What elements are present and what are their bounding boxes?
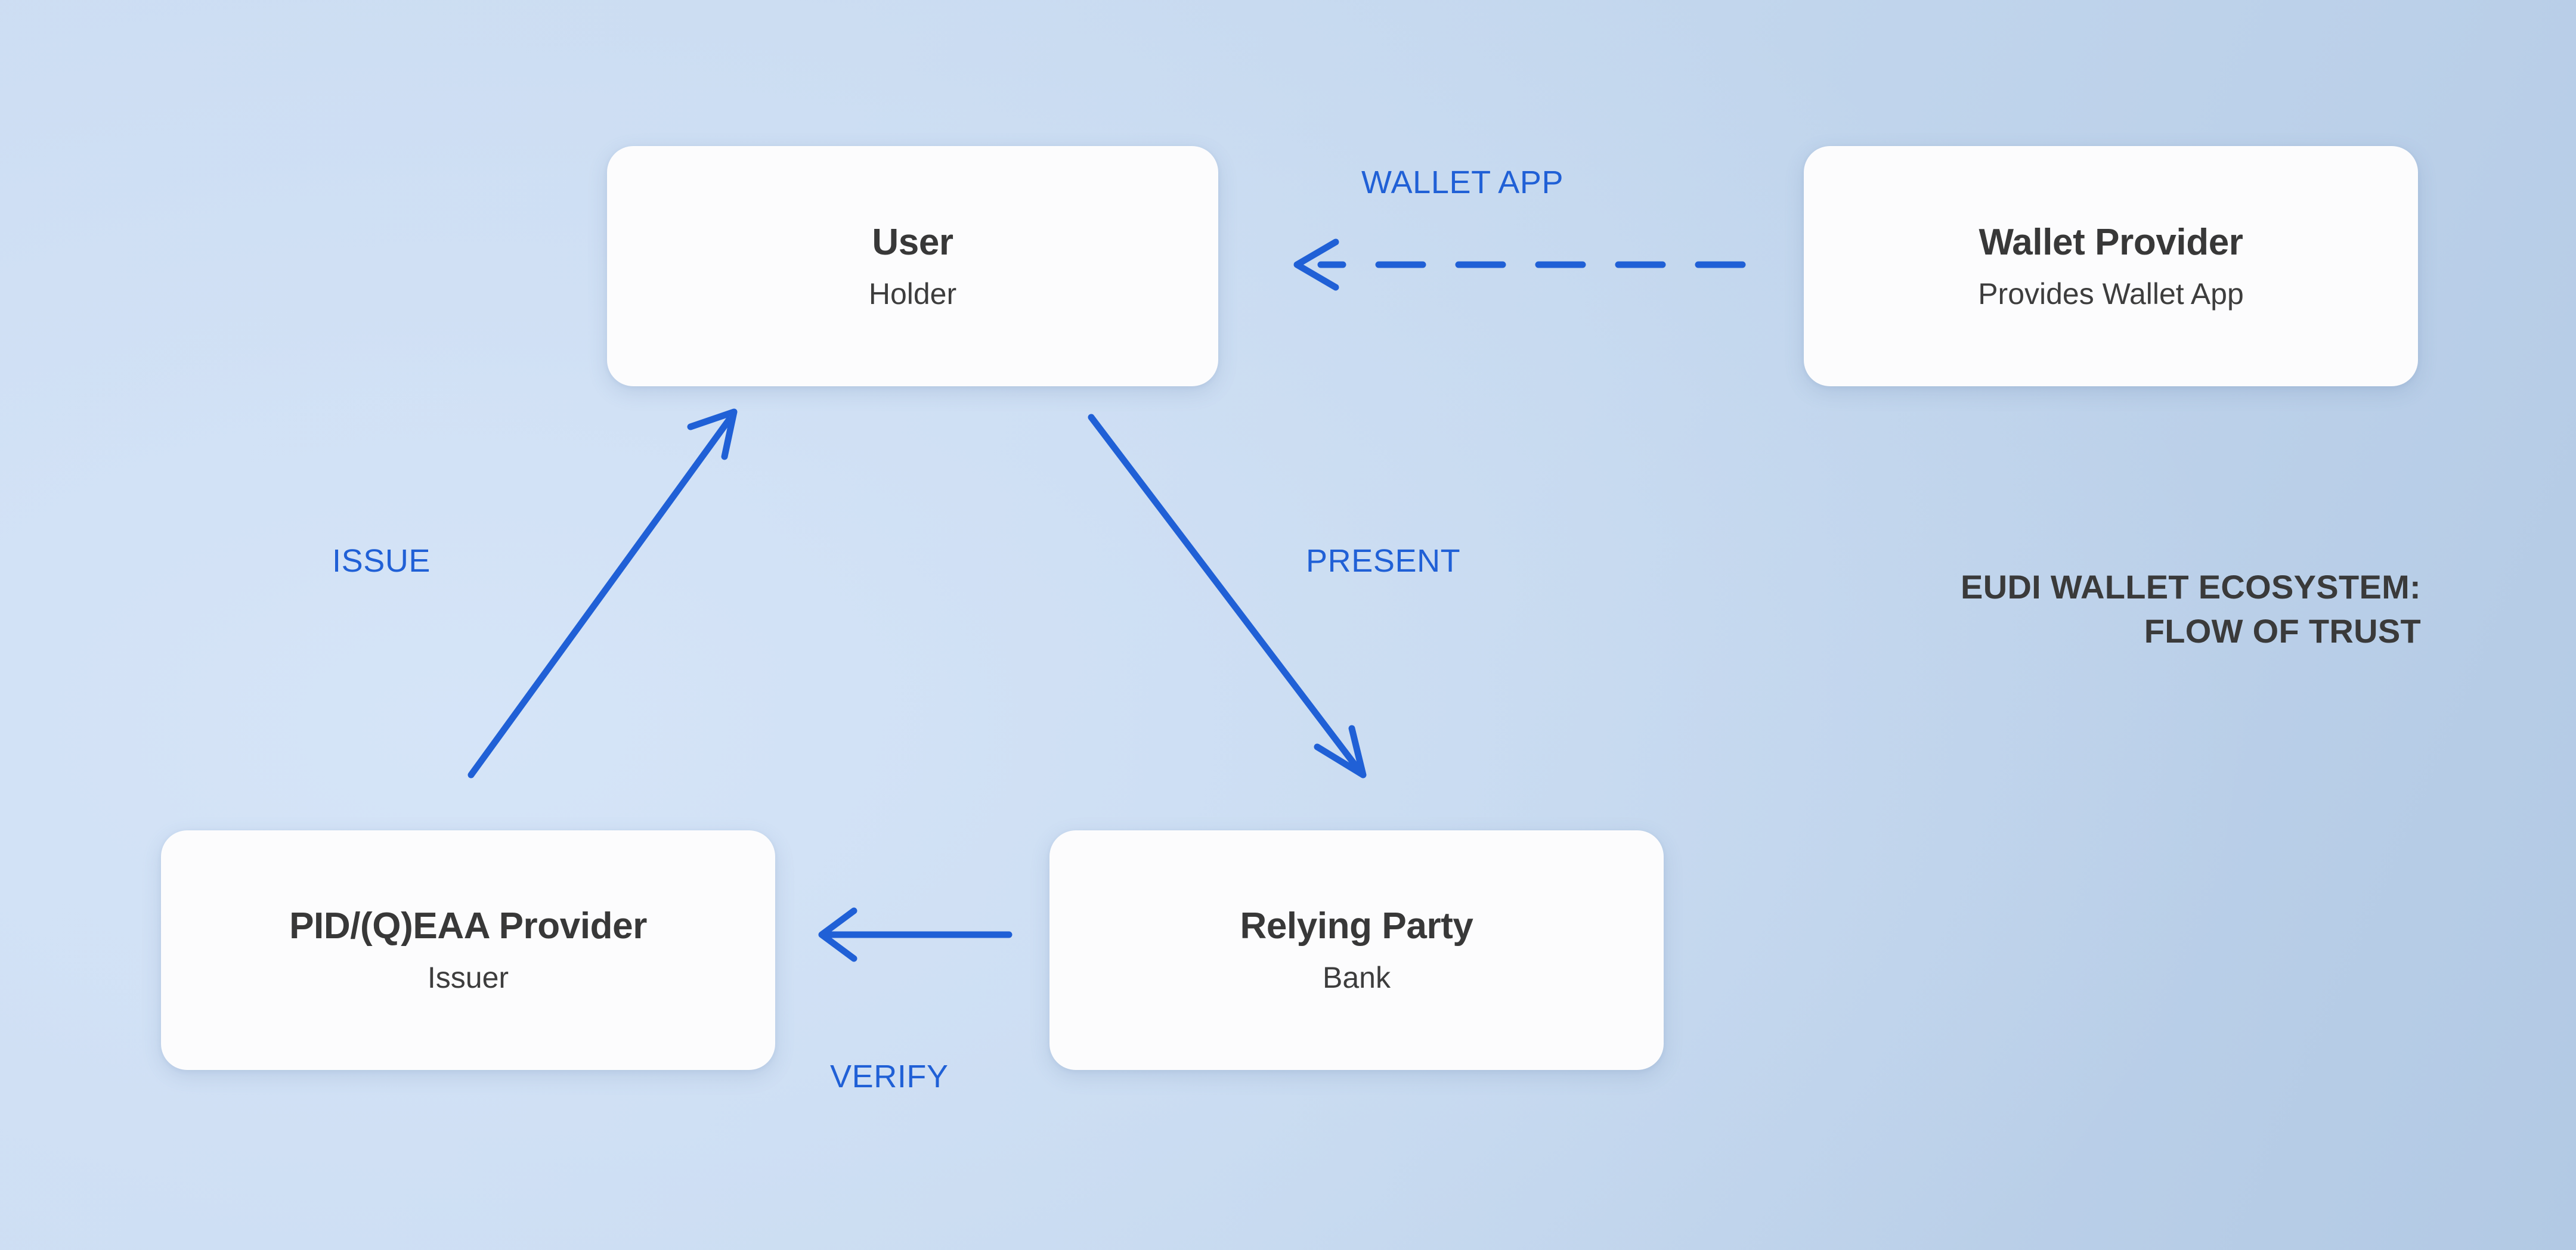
- diagram-headline: EUDI WALLET ECOSYSTEM: FLOW OF TRUST: [1586, 565, 2421, 653]
- node-wallet-provider-subtitle: Provides Wallet App: [1978, 277, 2244, 311]
- node-user-subtitle: Holder: [868, 277, 957, 311]
- edge-issue: [467, 408, 738, 778]
- edge-label-present: PRESENT: [1306, 543, 1461, 579]
- node-pid-qeaa-provider-subtitle: Issuer: [427, 961, 509, 995]
- edge-present: [1088, 414, 1367, 778]
- node-relying-party-subtitle: Bank: [1323, 961, 1391, 995]
- node-user[interactable]: User Holder: [607, 146, 1218, 386]
- edge-verify: [818, 907, 1013, 962]
- diagram-headline-line-1: EUDI WALLET ECOSYSTEM:: [1961, 568, 2421, 606]
- node-user-title: User: [872, 221, 953, 263]
- edge-label-issue: ISSUE: [332, 543, 431, 579]
- edge-label-verify: VERIFY: [830, 1059, 949, 1094]
- node-wallet-provider-title: Wallet Provider: [1979, 221, 2243, 263]
- node-pid-qeaa-provider-title: PID/(Q)EAA Provider: [289, 905, 647, 947]
- edge-label-wallet-app: WALLET APP: [1361, 165, 1564, 200]
- node-wallet-provider[interactable]: Wallet Provider Provides Wallet App: [1804, 146, 2418, 386]
- edge-wallet-app: [1293, 238, 1746, 291]
- node-relying-party[interactable]: Relying Party Bank: [1049, 830, 1664, 1070]
- node-relying-party-title: Relying Party: [1240, 905, 1473, 947]
- diagram-headline-line-2: FLOW OF TRUST: [2144, 612, 2421, 650]
- node-pid-qeaa-provider[interactable]: PID/(Q)EAA Provider Issuer: [161, 830, 775, 1070]
